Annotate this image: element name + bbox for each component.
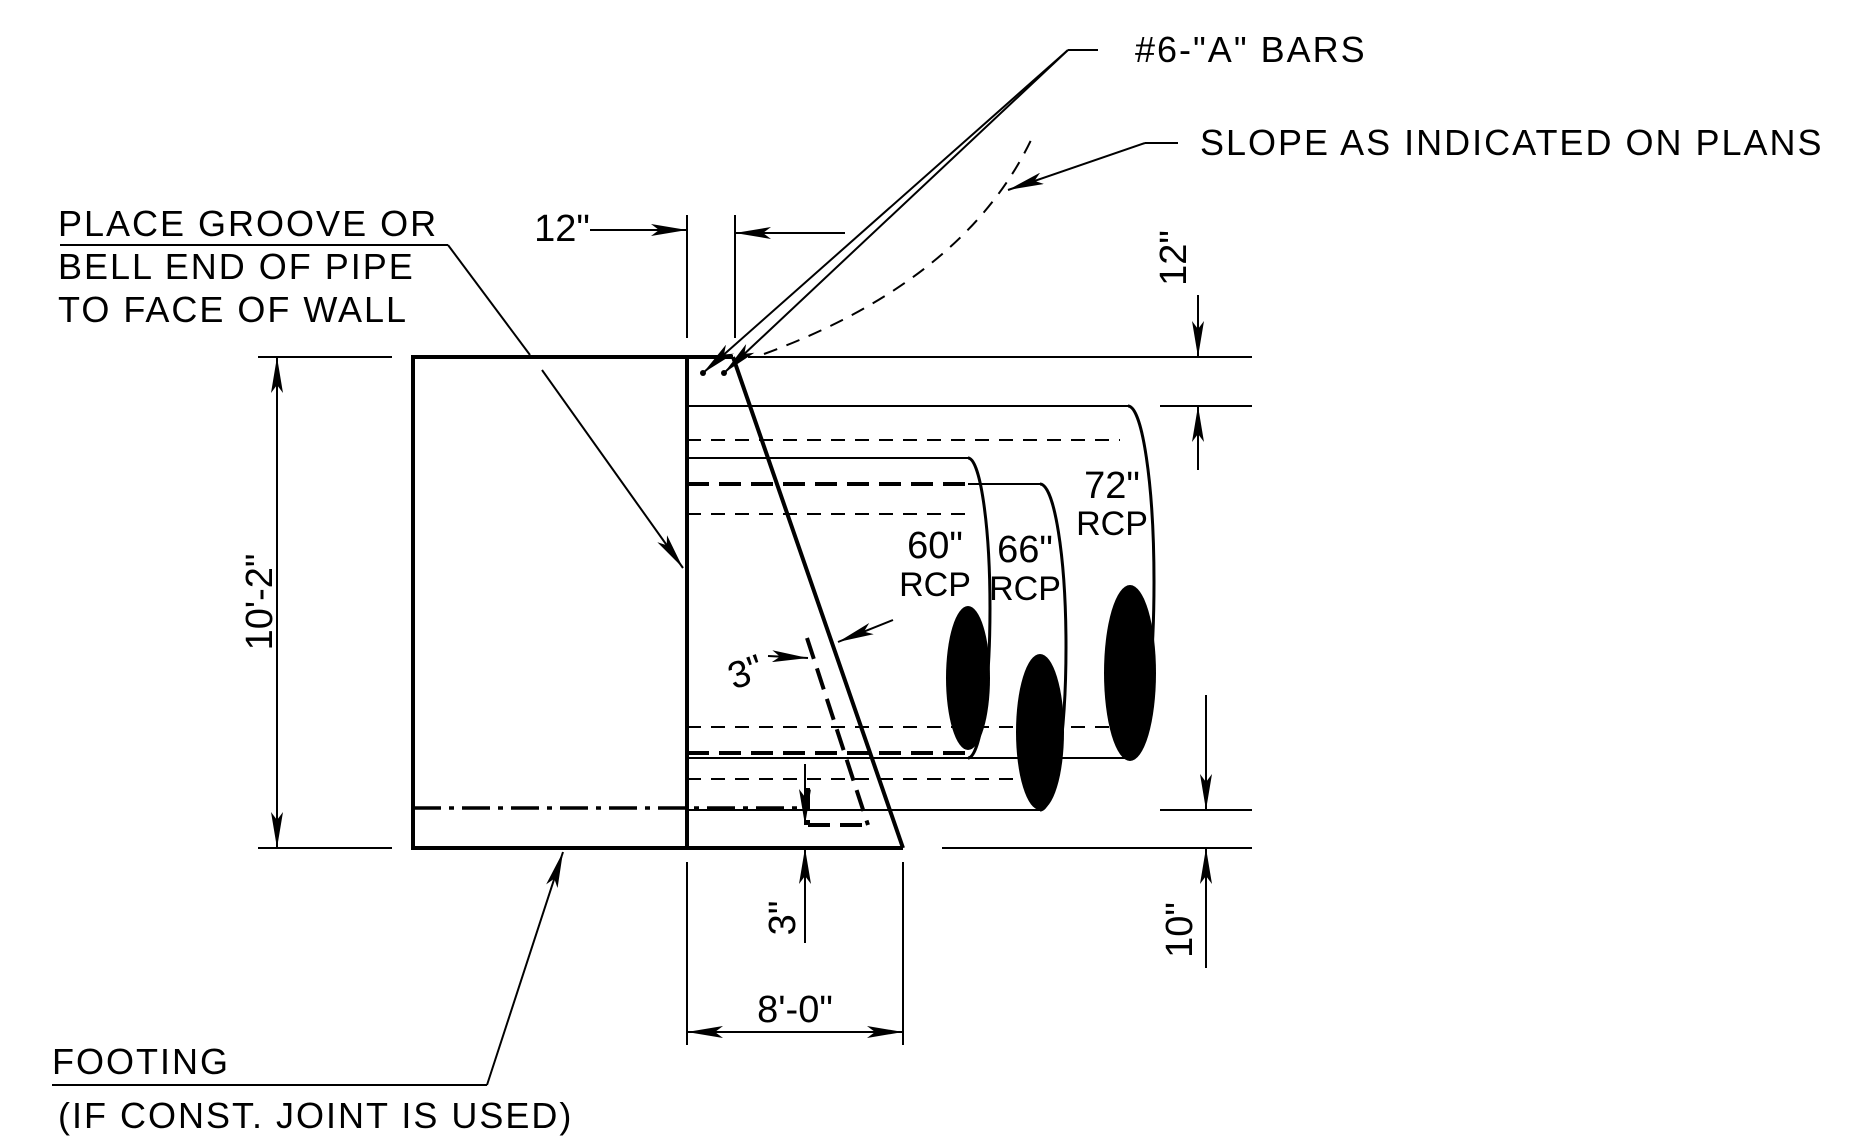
svg-text:10": 10": [1159, 902, 1201, 958]
svg-text:#6-"A" BARS: #6-"A" BARS: [1135, 29, 1367, 70]
wall-outline: [411, 355, 905, 850]
reinforcement-dashes: [805, 637, 870, 827]
pipe-72-rcp: [687, 404, 1156, 761]
svg-text:RCP: RCP: [899, 566, 971, 604]
pipe-60-rcp: [687, 456, 992, 760]
svg-text:3": 3": [722, 647, 769, 698]
dim-cover-upper: 3": [722, 619, 894, 698]
dim-top-offset: 12": [748, 230, 1252, 470]
svg-text:RCP: RCP: [1076, 505, 1148, 543]
svg-text:72": 72": [1084, 465, 1140, 507]
dim-wall-base-width: 8'-0": [686, 862, 904, 1045]
svg-text:60": 60": [907, 525, 963, 567]
pipe-label-66: 66" RCP: [989, 529, 1061, 608]
svg-text:PLACE GROOVE OR: PLACE GROOVE OR: [58, 203, 438, 244]
dim-bottom-offset: 10": [942, 695, 1252, 968]
svg-text:(IF CONST. JOINT IS USED): (IF CONST. JOINT IS USED): [58, 1095, 573, 1136]
svg-text:TO FACE OF WALL: TO FACE OF WALL: [58, 289, 408, 330]
dim-wall-height: 10'-2": [239, 356, 392, 849]
slope-line: [763, 137, 1033, 355]
svg-text:10'-2": 10'-2": [239, 554, 281, 651]
pipe-label-72: 72" RCP: [1076, 465, 1148, 543]
svg-text:8'-0": 8'-0": [757, 989, 833, 1031]
svg-text:12": 12": [1153, 230, 1195, 286]
svg-text:3": 3": [762, 901, 804, 936]
svg-text:BELL END OF PIPE: BELL END OF PIPE: [58, 246, 415, 287]
leader-slope: SLOPE AS INDICATED ON PLANS: [1007, 122, 1824, 191]
leader-footing: FOOTING (IF CONST. JOINT IS USED): [52, 851, 573, 1136]
svg-text:SLOPE AS INDICATED ON PLANS: SLOPE AS INDICATED ON PLANS: [1200, 122, 1824, 163]
pipe-label-60: 60" RCP: [899, 525, 971, 604]
svg-text:FOOTING: FOOTING: [52, 1041, 230, 1082]
dim-cover-lower: 3": [762, 764, 811, 943]
svg-text:66": 66": [997, 529, 1053, 571]
leader-groove: PLACE GROOVE OR BELL END OF PIPE TO FACE…: [58, 203, 684, 569]
pipe-66-rcp: [687, 482, 1068, 812]
leader-bars: #6-"A" BARS: [702, 29, 1367, 374]
svg-text:RCP: RCP: [989, 570, 1061, 608]
dim-wall-thickness-top: 12": [534, 208, 845, 338]
svg-text:12": 12": [534, 208, 590, 250]
